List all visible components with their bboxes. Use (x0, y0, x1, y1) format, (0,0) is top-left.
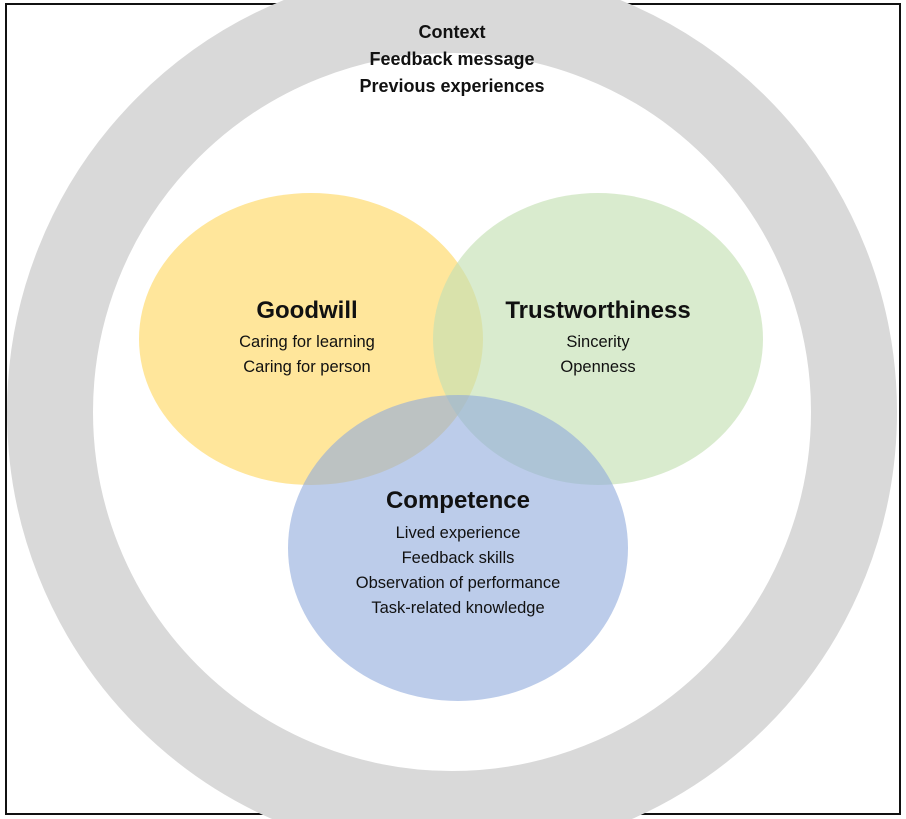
goodwill-item: Caring for learning (239, 333, 375, 351)
competence-item: Feedback skills (402, 549, 515, 567)
trustworthiness-title: Trustworthiness (505, 297, 690, 324)
goodwill-item: Caring for person (243, 358, 370, 376)
ring-label-context: Context (419, 22, 486, 42)
competence-item: Task-related knowledge (371, 599, 544, 617)
competence-circle (288, 395, 628, 701)
trustworthiness-item: Openness (560, 358, 635, 376)
goodwill-title: Goodwill (256, 297, 357, 324)
trustworthiness-item: Sincerity (566, 333, 630, 351)
ring-label-feedback-message: Feedback message (369, 49, 534, 69)
competence-item: Observation of performance (356, 574, 561, 592)
competence-title: Competence (386, 487, 530, 514)
competence-item: Lived experience (396, 524, 521, 542)
ring-label-previous-experiences: Previous experiences (359, 76, 544, 96)
outer-ring (7, 0, 897, 819)
